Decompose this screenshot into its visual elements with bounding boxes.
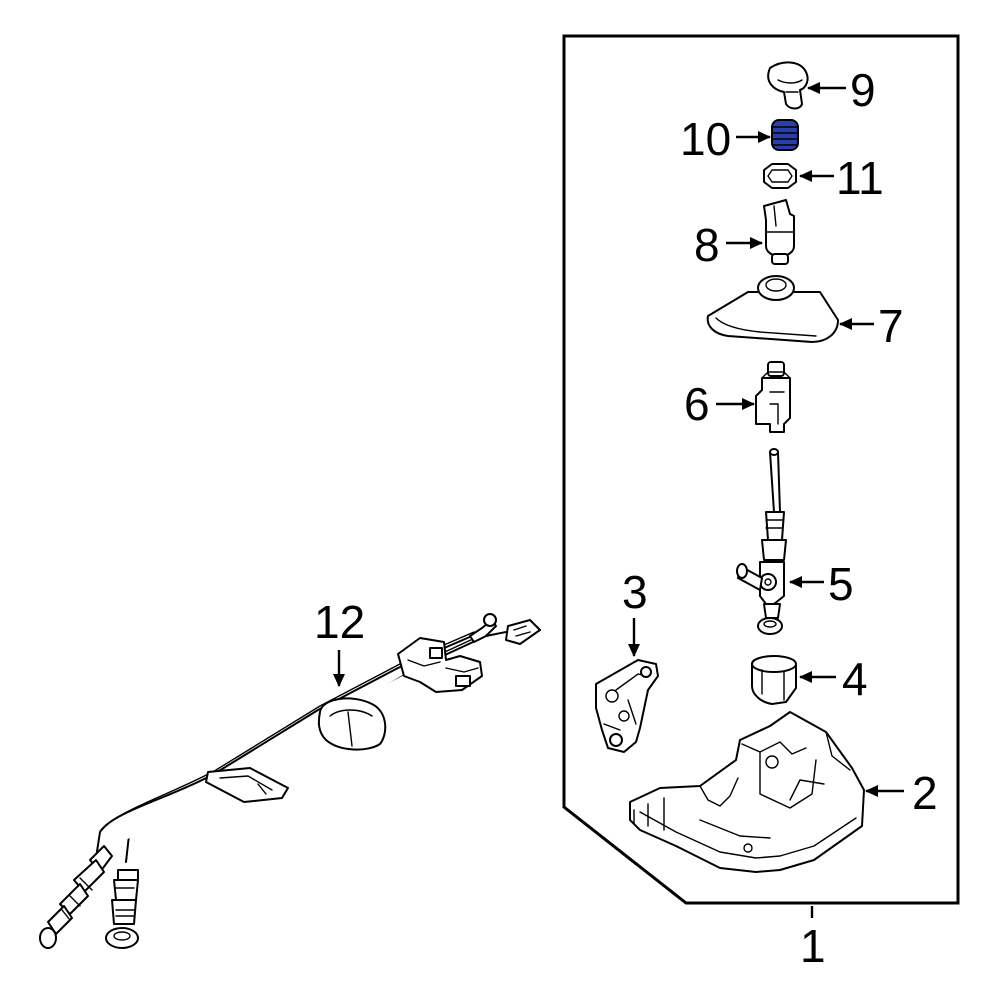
- spring-part-10[interactable]: [771, 119, 799, 151]
- leader-lines: [333, 82, 904, 918]
- shift-knob-part-9[interactable]: [767, 61, 809, 110]
- callout-8: 8: [694, 219, 720, 271]
- shift-cable-part-12[interactable]: [39, 613, 541, 949]
- boot-part-7[interactable]: [706, 275, 839, 343]
- callout-6: 6: [684, 378, 710, 430]
- callout-9: 9: [850, 64, 876, 116]
- callout-labels: 9 10 11 8 7 6 5 3 4 2 12 1: [314, 64, 938, 972]
- callout-7: 7: [878, 300, 904, 352]
- assembly-frame: [562, 34, 960, 905]
- bracket-part-3[interactable]: [595, 659, 659, 753]
- callout-1: 1: [800, 920, 826, 972]
- callout-12: 12: [314, 596, 365, 648]
- callout-3: 3: [622, 566, 648, 618]
- callout-11: 11: [836, 152, 884, 204]
- callout-2: 2: [912, 767, 938, 819]
- callout-5: 5: [828, 558, 854, 610]
- shift-lever-part-5[interactable]: [736, 448, 787, 635]
- sleeve-part-8[interactable]: [763, 199, 795, 265]
- guide-part-6[interactable]: [755, 361, 791, 433]
- shifter-base-part-2[interactable]: [629, 711, 865, 873]
- bushing-part-4[interactable]: [751, 655, 797, 705]
- callout-4: 4: [842, 653, 868, 705]
- nut-part-11[interactable]: [763, 163, 797, 189]
- callout-10: 10: [680, 113, 731, 165]
